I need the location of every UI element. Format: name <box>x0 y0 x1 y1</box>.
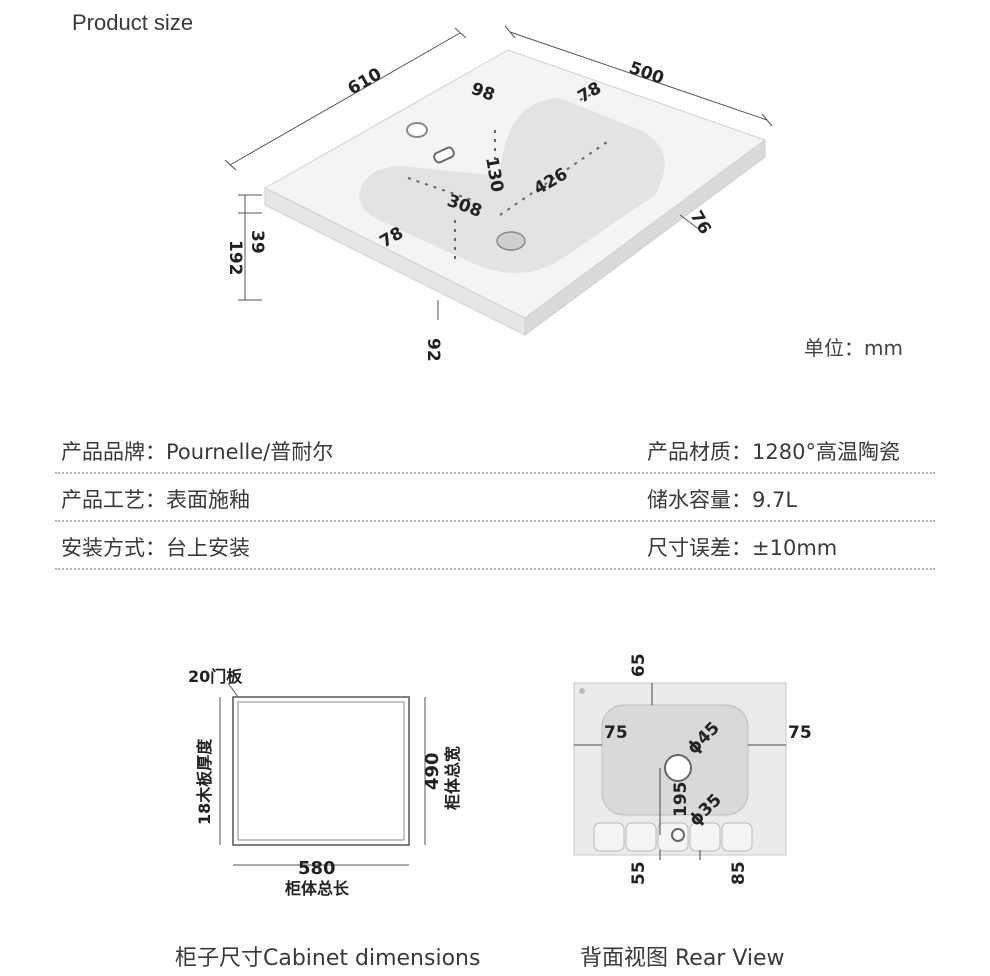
spec-row: 产品品牌：Pournelle/普耐尔 产品材质：1280°高温陶瓷 <box>55 426 935 474</box>
door-label: 20门板 <box>188 667 243 686</box>
thickness-label: 18木板厚度 <box>195 738 214 825</box>
rear-view-diagram: 65 75 75 ϕ45 195 ϕ35 55 85 <box>573 653 812 885</box>
rear-view-caption: 背面视图 Rear View <box>580 946 785 971</box>
basin-bowl <box>359 98 665 274</box>
spec-capacity: 储水容量：9.7L <box>647 488 798 512</box>
dim-500: 500 <box>626 58 666 89</box>
basin-3d-drawing: 610 500 98 78 130 426 308 78 76 39 192 9… <box>224 25 773 362</box>
dim-39: 39 <box>247 230 267 254</box>
cabinet-inner <box>237 701 405 841</box>
rear-dim-75-left: 75 <box>604 723 628 743</box>
cabinet-caption: 柜子尺寸Cabinet dimensions <box>175 946 481 971</box>
spec-tolerance: 尺寸误差：±10mm <box>647 536 838 560</box>
spec-row: 安装方式：台上安装 尺寸误差：±10mm <box>55 522 935 570</box>
width-value: 490 <box>422 752 443 790</box>
drain-hole-icon <box>664 754 692 782</box>
tap-hole-icon <box>406 122 428 138</box>
spec-row: 产品工艺：表面施釉 储水容量：9.7L <box>55 474 935 522</box>
rear-hole-icon <box>579 688 585 694</box>
rear-dim-75-right: 75 <box>788 723 812 743</box>
page-title: Product size <box>72 10 194 35</box>
cabinet-outer <box>232 696 410 846</box>
dim-92: 92 <box>423 338 443 362</box>
dim-192: 192 <box>225 240 245 276</box>
width-label: 柜体总宽 <box>443 746 462 810</box>
rear-dim-195: 195 <box>671 782 691 818</box>
basin-side-edge <box>524 139 766 336</box>
overflow-slot-icon <box>433 146 455 164</box>
length-label: 柜体总长 <box>285 879 350 898</box>
spec-craft: 产品工艺：表面施釉 <box>61 488 250 512</box>
drain-icon <box>496 231 526 251</box>
tap-hole-rear-icon <box>671 828 685 842</box>
cabinet-diagram: 20门板 18木板厚度 490 柜体总宽 580 柜体总长 <box>188 667 462 898</box>
dim-610: 610 <box>345 64 386 99</box>
rear-dim-85: 85 <box>729 861 749 885</box>
rear-dim-65: 65 <box>629 653 649 677</box>
length-value: 580 <box>298 858 336 879</box>
unit-label: 单位：mm <box>804 336 903 360</box>
spec-material: 产品材质：1280°高温陶瓷 <box>647 440 900 464</box>
spec-brand: 产品品牌：Pournelle/普耐尔 <box>61 440 334 464</box>
rear-dim-55: 55 <box>629 861 649 885</box>
spec-install: 安装方式：台上安装 <box>61 536 250 560</box>
